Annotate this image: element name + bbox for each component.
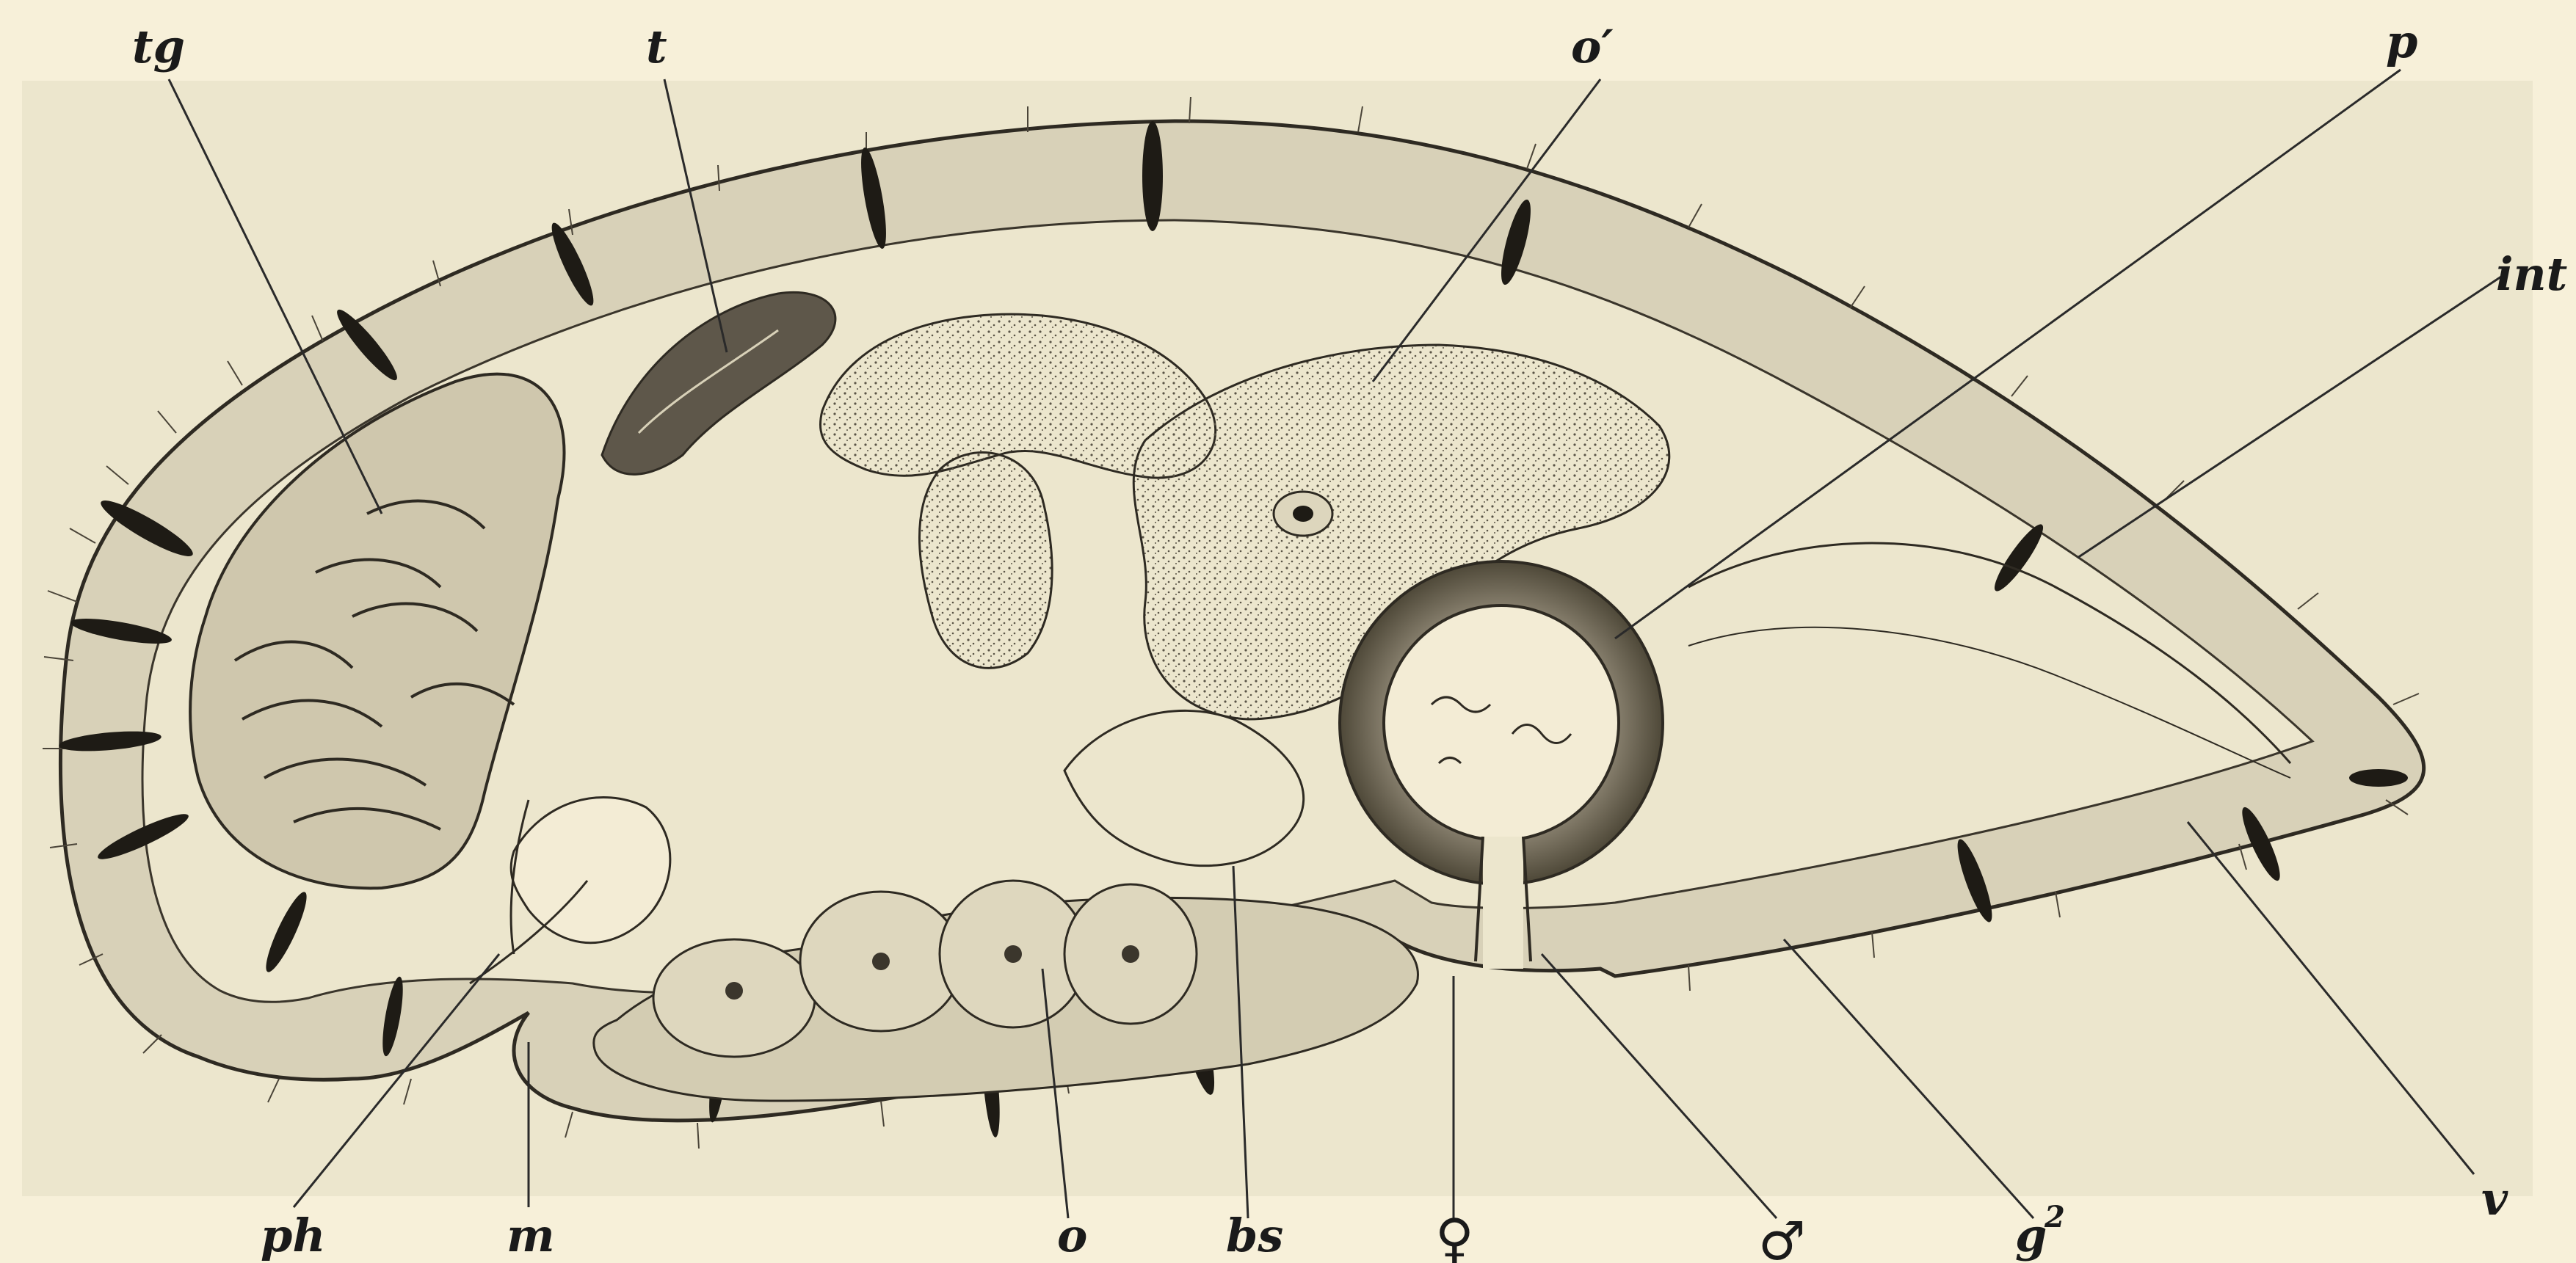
label-female: ♀ — [1435, 1207, 1474, 1263]
label-v: v — [2481, 1172, 2508, 1226]
label-tg: tg — [132, 20, 185, 73]
label-bs: bs — [1226, 1209, 1283, 1262]
label-g2: g — [2015, 1209, 2047, 1262]
label-ph: ph — [261, 1209, 325, 1262]
label-m: m — [507, 1209, 555, 1262]
label-g2-superscript: 2 — [2044, 1200, 2065, 1234]
label-int: int — [2496, 247, 2568, 301]
label-t: t — [646, 20, 667, 73]
label-male: ♂ — [1758, 1210, 1806, 1263]
label-p: p — [2386, 15, 2417, 68]
label-o: o — [1057, 1209, 1087, 1262]
label-o-prime: o′ — [1571, 20, 1614, 73]
